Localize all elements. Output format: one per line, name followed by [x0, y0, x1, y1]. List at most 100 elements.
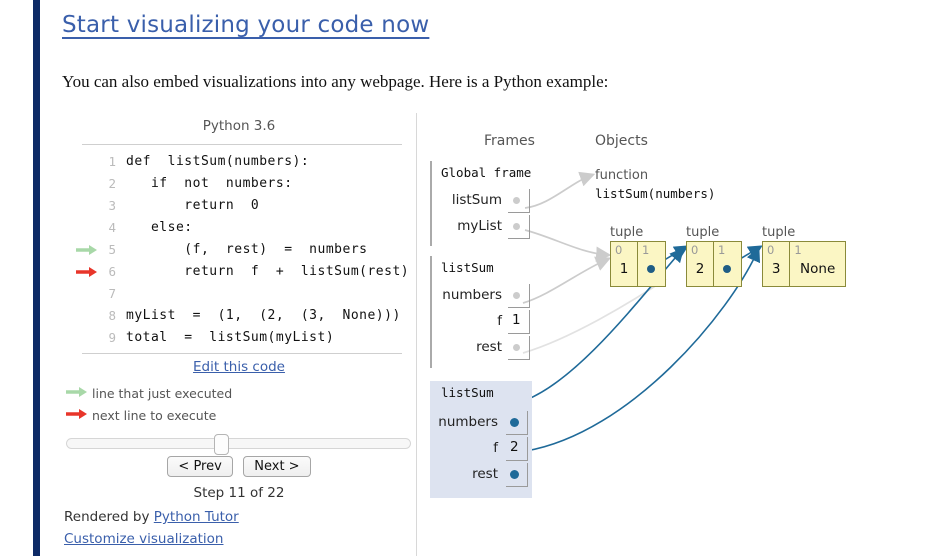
object-type-tuple: tuple	[610, 225, 644, 240]
tuple-object[interactable]: 0 1 1	[610, 241, 666, 287]
visualization-panel: Frames Objects Global frame listSum myLi…	[430, 113, 952, 556]
code-line[interactable]: 5 (f, rest) = numbers	[62, 239, 416, 261]
tuple-value: 1	[619, 261, 629, 277]
frame-title: listSum	[441, 385, 494, 400]
variable-pointer-slot	[508, 284, 530, 308]
frames-column-header: Frames	[484, 133, 535, 149]
variable-name: numbers	[442, 287, 502, 303]
tuple-cell: 1	[714, 242, 741, 286]
execution-arrow-slot	[76, 305, 100, 327]
frame-title: listSum	[441, 260, 494, 275]
code-line[interactable]: 1 def listSum(numbers):	[62, 151, 416, 173]
code-line[interactable]: 9 total = listSum(myList)	[62, 327, 416, 349]
just-executed-arrow-icon	[76, 239, 100, 261]
execution-arrow-slot	[76, 195, 100, 217]
variable-name: rest	[476, 339, 502, 355]
execution-arrow-slot	[76, 217, 100, 239]
frame-variable-row[interactable]: rest	[430, 336, 534, 362]
frame-title: Global frame	[441, 165, 532, 180]
variable-pointer-slot	[506, 463, 528, 487]
code-line[interactable]: 8 myList = (1, (2, (3, None)))	[62, 305, 416, 327]
intro-paragraph: You can also embed visualizations into a…	[62, 72, 609, 91]
code-line[interactable]: 3 return 0	[62, 195, 416, 217]
variable-name: numbers	[438, 414, 498, 430]
line-code: else:	[126, 220, 193, 235]
variable-pointer-slot	[508, 189, 530, 213]
tuple-index: 0	[691, 243, 699, 257]
tuple-value: 3	[771, 261, 781, 277]
code-line[interactable]: 6 return f + listSum(rest)	[62, 261, 416, 283]
stack-frame-global[interactable]: Global frame listSum myList	[430, 161, 534, 246]
tuple-object[interactable]: 0 2 1	[686, 241, 742, 287]
tuple-cell: 0 3	[763, 242, 791, 286]
variable-pointer-slot	[508, 215, 530, 239]
variable-name: rest	[472, 466, 498, 482]
tuple-object[interactable]: 0 3 1 None	[762, 241, 846, 287]
legend-just-executed: line that just executed	[66, 385, 232, 401]
next-step-button[interactable]: Next >	[243, 456, 311, 477]
edit-this-code-link[interactable]: Edit this code	[193, 359, 285, 375]
execution-arrow-slot	[76, 151, 100, 173]
tuple-value: 2	[695, 261, 705, 277]
frame-variable-row[interactable]: numbers	[430, 411, 532, 437]
page-title-link[interactable]: Start visualizing your code now	[62, 12, 430, 38]
objects-column-header: Objects	[595, 133, 648, 149]
object-type-tuple: tuple	[686, 225, 720, 240]
rendered-by-line: Rendered by Python Tutor	[64, 509, 239, 525]
step-slider-track[interactable]	[66, 438, 411, 449]
python-tutor-link[interactable]: Python Tutor	[153, 509, 239, 525]
variable-name: f	[493, 440, 498, 456]
line-number: 2	[108, 176, 116, 191]
frame-variable-row[interactable]: numbers	[430, 284, 534, 310]
line-number: 3	[108, 198, 116, 213]
line-number: 4	[108, 220, 116, 235]
stack-frame-listsum-outer[interactable]: listSum numbers f 1 rest	[430, 256, 534, 368]
code-line[interactable]: 2 if not numbers:	[62, 173, 416, 195]
rendered-by-prefix: Rendered by	[64, 509, 154, 525]
line-code: (f, rest) = numbers	[126, 242, 368, 257]
frame-variable-row[interactable]: rest	[430, 463, 532, 489]
pointer-dot-icon	[513, 197, 520, 204]
line-number: 9	[108, 330, 116, 345]
step-slider-handle[interactable]	[214, 434, 229, 455]
pointer-dot-icon	[513, 223, 520, 230]
code-panel: Python 3.6 1 def listSum(numbers): 2 if …	[62, 113, 416, 556]
pointer-dot-icon	[513, 292, 520, 299]
frame-variable-row[interactable]: listSum	[430, 189, 534, 215]
object-type-tuple: tuple	[762, 225, 796, 240]
line-code: def listSum(numbers):	[126, 154, 310, 169]
code-divider-top	[82, 144, 402, 145]
frame-variable-row[interactable]: f 1	[430, 310, 534, 336]
code-line[interactable]: 7	[62, 283, 416, 305]
stack-frame-listsum-active[interactable]: listSum numbers f 2 rest	[430, 381, 532, 498]
code-listing: 1 def listSum(numbers): 2 if not numbers…	[62, 151, 416, 349]
code-line[interactable]: 4 else:	[62, 217, 416, 239]
line-code: total = listSum(myList)	[126, 330, 335, 345]
prev-step-button[interactable]: < Prev	[167, 456, 233, 477]
tuple-index: 1	[642, 243, 650, 257]
pointer-dot-icon	[513, 344, 520, 351]
frame-left-bar	[430, 161, 432, 246]
step-slider[interactable]	[66, 434, 413, 455]
line-number: 1	[108, 154, 116, 169]
tuple-index: 1	[718, 243, 726, 257]
frame-variable-row[interactable]: myList	[430, 215, 534, 241]
customize-visualization-link[interactable]: Customize visualization	[64, 531, 224, 547]
tuple-index: 1	[794, 243, 802, 257]
tuple-cell: 0 1	[611, 242, 639, 286]
function-signature: listSum(numbers)	[595, 186, 716, 201]
frame-variable-row[interactable]: f 2	[430, 437, 532, 463]
variable-value-slot: 2	[506, 437, 528, 461]
tuple-value: None	[800, 261, 836, 277]
line-number: 5	[108, 242, 116, 257]
object-type-function: function	[595, 168, 649, 183]
panel-divider	[416, 113, 417, 556]
pointer-dot-icon	[510, 418, 519, 427]
pointer-dot-icon	[510, 470, 519, 479]
line-number: 8	[108, 308, 116, 323]
next-line-arrow-icon	[66, 408, 92, 424]
legend-next-line-label: next line to execute	[92, 407, 217, 423]
line-code: return f + listSum(rest)	[126, 264, 410, 279]
step-button-group: < Prev Next >	[62, 456, 416, 477]
